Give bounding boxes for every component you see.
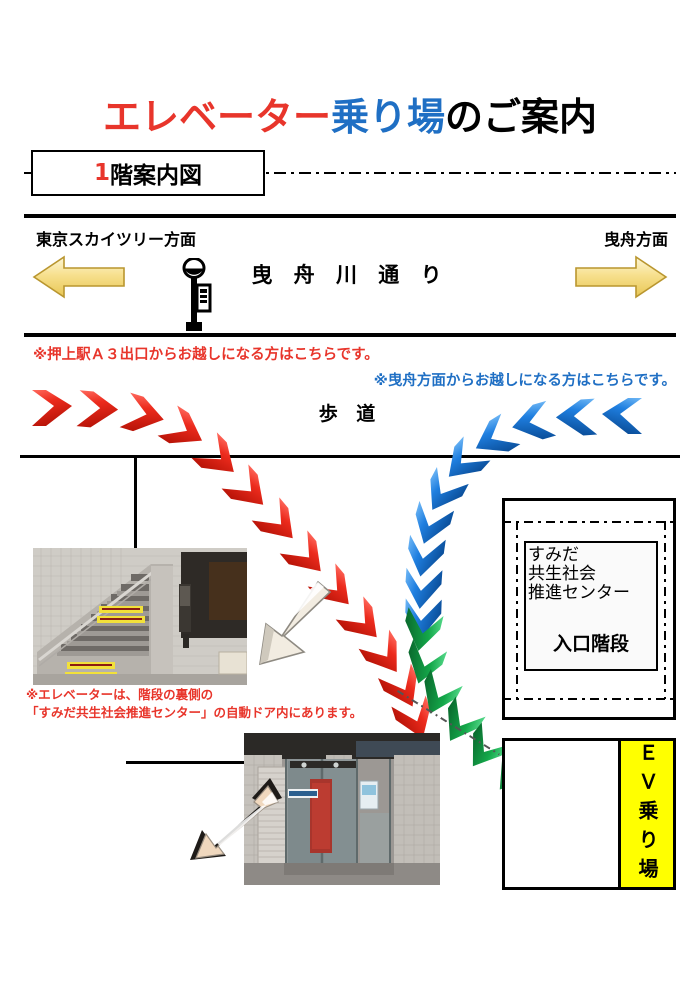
note-from-oshiage: ※押上駅Ａ３出口からお越しになる方はこちらです。 (33, 347, 379, 363)
building-entrance-box (524, 541, 658, 671)
route-chevron-red (356, 627, 414, 687)
route-chevron-red (189, 430, 250, 491)
stairs-pointer-arrow-icon (238, 578, 334, 670)
route-chevron-blue (415, 464, 472, 523)
building-dash-line-bottom (502, 698, 676, 700)
road-name-label: 曳 舟 川 通 り (251, 263, 449, 287)
route-chevron-green (396, 637, 449, 694)
floor-label-rule (24, 171, 676, 174)
sidewalk-label: 歩 道 (318, 403, 382, 425)
automatic-door-entrance-photo (244, 733, 440, 885)
page-title-part-guide: のご案内 (445, 95, 598, 139)
direction-label-hikifune: 曳舟方面 (603, 230, 668, 249)
floor-label-text: 階案内図 (110, 163, 202, 189)
route-chevron-red (277, 528, 337, 589)
route-chevron-red (389, 693, 441, 749)
note-from-hikifune: ※曳舟方面からお越しになる方はこちらです。 (373, 373, 676, 389)
route-chevron-red (117, 390, 173, 442)
route-chevron-blue (433, 434, 494, 495)
road-top-edge (24, 214, 676, 218)
elevator-lobby-label: ＥＶ乗り場 (635, 741, 659, 887)
route-chevron-blue (402, 596, 444, 643)
property-divider-line (134, 457, 137, 553)
floor-number: 1 (93, 160, 110, 186)
building-entrance-label: 入口階段 (552, 633, 629, 655)
route-chevron-blue (463, 411, 523, 469)
entrance-staircase-photo (33, 548, 247, 685)
route-chevron-red (30, 388, 76, 428)
route-chevron-blue (405, 498, 456, 553)
building-dash-line-top (502, 521, 676, 523)
route-chevron-blue (551, 396, 600, 439)
road-bottom-edge (24, 333, 676, 337)
route-chevron-blue (402, 532, 448, 583)
building-name-line-2: 共生社会 (528, 564, 596, 585)
page-title: エレベーター乗り場のご案内 (0, 86, 700, 141)
route-chevron-red (249, 495, 309, 556)
building-name-line-3: 推進センター (528, 583, 630, 604)
route-chevron-green (453, 720, 513, 781)
route-chevron-red (219, 462, 280, 523)
building-dash-line-left (516, 521, 518, 699)
caption-line-1: ※エレベーターは、階段の裏側の (26, 687, 214, 702)
route-chevron-green (409, 666, 466, 725)
route-chevron-blue (503, 398, 558, 449)
route-chevron-red (74, 388, 123, 432)
page-title-part-boarding: 乗り場 (330, 95, 445, 139)
building-dash-line-right (664, 521, 666, 699)
direction-label-skytree: 東京スカイツリー方面 (36, 230, 197, 249)
caption-line-2: 「すみだ共生社会推進センター」の自動ドア内にあります。 (26, 705, 363, 721)
lower-divider-line (126, 761, 246, 764)
arrow-right-icon (574, 255, 668, 299)
elevator-lobby-box: ＥＶ乗り場 (618, 738, 676, 890)
building-name-line-1: すみだ (528, 545, 579, 565)
arrow-left-icon (32, 255, 126, 299)
building-name: すみだ 共生社会 推進センター (528, 545, 660, 604)
route-chevron-red (155, 403, 215, 462)
elevator-location-caption: ※エレベーターは、階段の裏側の 「すみだ共生社会推進センター」の自動ドア内にあり… (26, 686, 362, 722)
sidewalk-boundary-line (20, 455, 680, 458)
route-chevron-blue (598, 396, 644, 436)
street-lamp-icon (180, 257, 216, 338)
entrance-pointer-arrow-icon (178, 772, 290, 868)
page-title-part-elevator: エレベーター (102, 95, 331, 139)
route-chevron-green (396, 605, 446, 659)
route-chevron-blue (401, 566, 444, 615)
route-chevron-red (333, 594, 393, 655)
